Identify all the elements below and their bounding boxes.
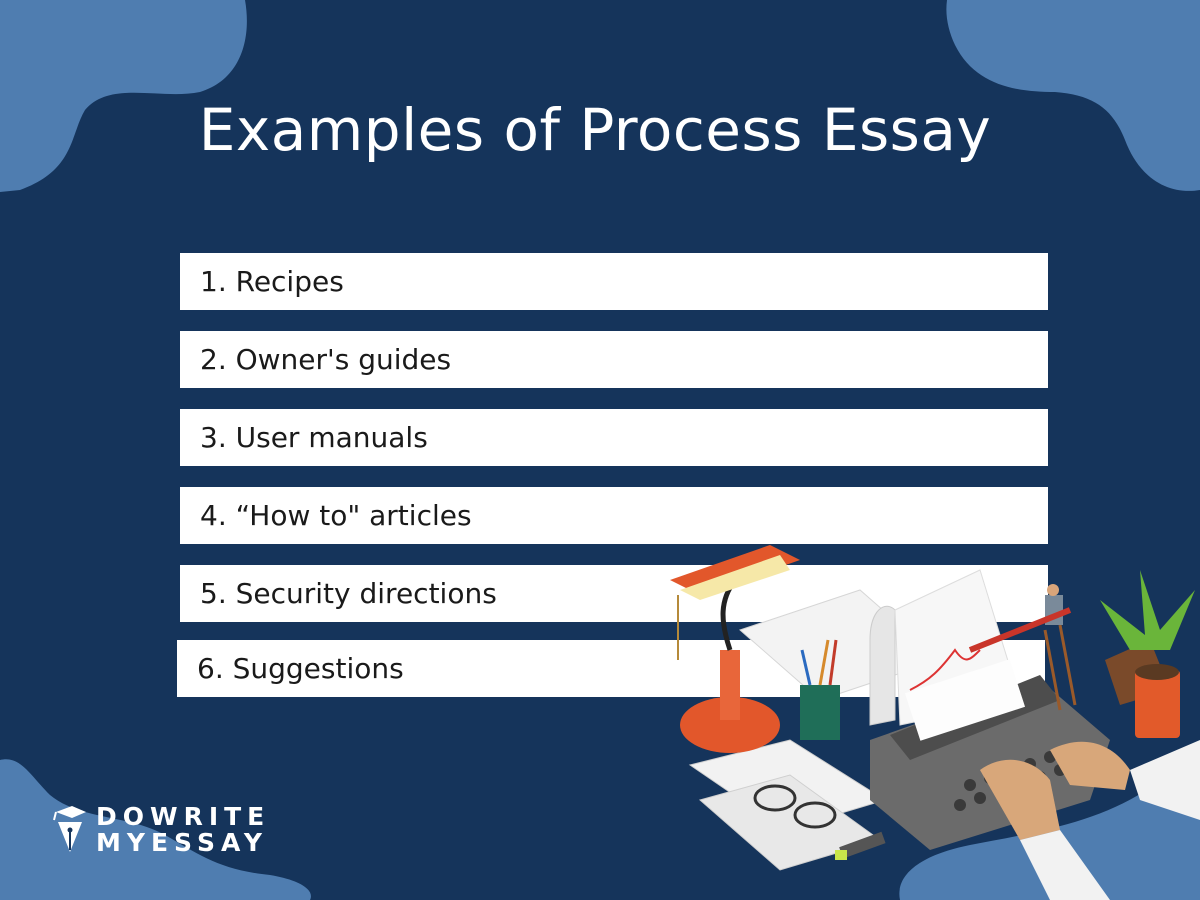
- page-title: Examples of Process Essay: [198, 96, 992, 164]
- top-right-blob: [946, 0, 1200, 191]
- top-left-blob: [0, 0, 247, 192]
- list-item: 2. Owner's guides: [180, 331, 1048, 388]
- list-item-label: 1. Recipes: [200, 265, 344, 298]
- lamp-icon: [670, 545, 800, 753]
- brand-logo: DOWRITE MYESSAY: [52, 804, 270, 856]
- list-item: 1. Recipes: [180, 253, 1048, 310]
- mug-icon: [1135, 664, 1180, 738]
- pen-nib-cap-icon: [53, 806, 86, 852]
- brand-line-2: MYESSAY: [96, 828, 269, 857]
- glasses-icon: [753, 784, 837, 829]
- list-item: 4. “How to" articles: [180, 487, 1048, 544]
- list-item-label: 2. Owner's guides: [200, 343, 452, 376]
- list-item-label: 6. Suggestions: [197, 652, 404, 685]
- list-item-label: 5. Security directions: [200, 577, 497, 610]
- brand-line-1: DOWRITE: [96, 802, 271, 831]
- list-item-label: 4. “How to" articles: [200, 499, 472, 532]
- list-item: 3. User manuals: [180, 409, 1048, 466]
- list-item-label: 3. User manuals: [200, 421, 428, 454]
- typewriter-illustration: [670, 545, 1200, 900]
- bottom-left-blob: [0, 759, 311, 900]
